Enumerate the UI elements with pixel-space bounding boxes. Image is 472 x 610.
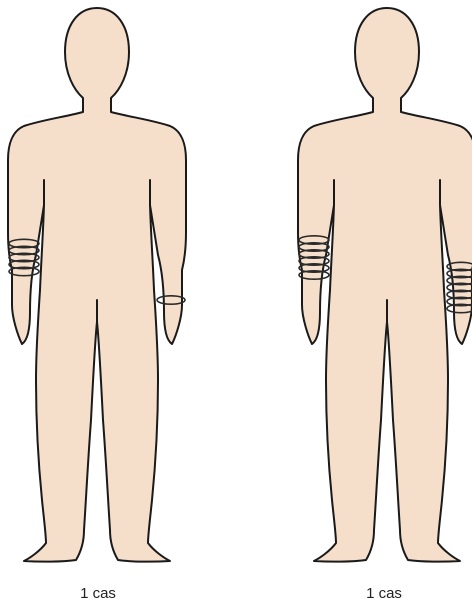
body-silhouette-2 <box>290 0 472 580</box>
figure-2: 1 cas <box>290 0 472 610</box>
caption-1: 1 cas <box>38 585 158 602</box>
caption-2: 1 cas <box>324 585 444 602</box>
body-silhouette-1 <box>0 0 200 580</box>
figure-1: 1 cas <box>0 0 200 610</box>
body-outline <box>298 8 472 562</box>
body-outline <box>8 8 186 562</box>
